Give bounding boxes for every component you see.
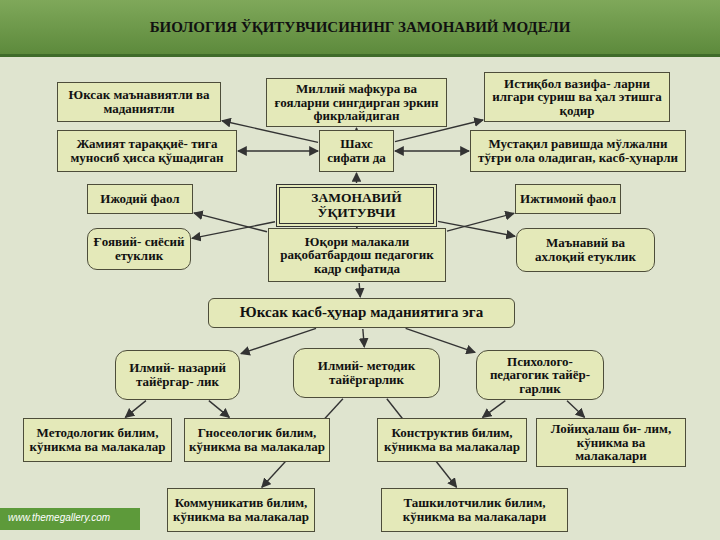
model-box: Методологик билим, кўникма ва малакалар (23, 418, 172, 462)
box-text: Мустақил равишда мўлжални тўғри ола олад… (474, 137, 682, 164)
model-box: Юксак касб-ҳунар маданиятига эга (208, 298, 515, 328)
box-text: Методологик билим, кўникма ва малакалар (27, 426, 168, 453)
model-box: Юқори малакали рақобатбардош педагогик к… (268, 228, 446, 282)
model-box: Коммуникатив билим, кўникма ва малакалар (167, 488, 315, 532)
title-bar: БИОЛОГИЯ ЎҚИТУВЧИСИНИНГ ЗАМОНАВИЙ МОДЕЛИ (0, 0, 720, 54)
connector-arrow (356, 128, 357, 129)
box-text: Коммуникатив билим, кўникма ва малакалар (171, 496, 311, 523)
box-text: ЗАМОНАВИЙ ЎҚИТУВЧИ (283, 191, 430, 219)
connector-arrow (395, 150, 469, 151)
box-text: Миллий мафкура ва ғояларни сингдирган эр… (270, 82, 443, 123)
footer-strip (0, 508, 140, 530)
connector-arrow (447, 213, 514, 231)
connector-arrow (356, 173, 357, 183)
connector-arrow (363, 329, 365, 347)
model-box: Ташкилотчилик билим, кўникма ва малакала… (381, 488, 568, 532)
box-text: Ташкилотчилик билим, кўникма ва малакала… (385, 496, 564, 523)
box-text: Ижтимоий фаол (520, 192, 616, 206)
model-box: Маънавий ва ахлоқий етуклик (516, 228, 655, 272)
model-box: Истиқбол вазифа- ларни илгари суриш ва ҳ… (484, 72, 670, 122)
website-label: www.themegallery.com (8, 512, 110, 523)
box-text: Илмий- методик тайёргарлик (297, 359, 436, 386)
title-text: БИОЛОГИЯ ЎҚИТУВЧИСИНИНГ ЗАМОНАВИЙ МОДЕЛИ (150, 19, 571, 36)
title-rule (0, 54, 720, 57)
model-box: Гносеологик билим, кўникма ва малакалар (184, 418, 330, 462)
model-box: Жамият тараққиё- тига муносиб ҳисса қўша… (57, 130, 237, 172)
model-box: Конструктив билим, кўникма ва малакалар (377, 418, 527, 462)
box-text: Конструктив билим, кўникма ва малакалар (381, 426, 523, 453)
connector-arrow (192, 222, 275, 239)
box-text: Истиқбол вазифа- ларни илгари суриш ва ҳ… (488, 77, 666, 118)
model-box: Миллий мафкура ва ғояларни сингдирган эр… (266, 78, 447, 127)
box-text: Юқори малакали рақобатбардош педагогик к… (272, 235, 442, 276)
model-box: Илмий- методик тайёргарлик (293, 348, 440, 398)
connector-arrow (194, 213, 267, 232)
box-text: Илмий- назарий тайёргар- лик (119, 361, 236, 388)
box-text: Гносеологик билим, кўникма ва малакалар (188, 426, 326, 453)
box-text: Лойиҳалаш би- лим, кўникма ва малакалари (540, 422, 682, 463)
model-box: Мустақил равишда мўлжални тўғри ола олад… (470, 130, 686, 172)
connector-arrow (438, 221, 515, 236)
model-box: Юксак маънавиятли ва маданиятли (57, 82, 221, 122)
title-band (0, 0, 720, 54)
box-text: Жамият тараққиё- тига муносиб ҳисса қўша… (61, 137, 233, 164)
model-box: Ғоявий- сиёсий етуклик (87, 228, 191, 270)
connector-arrow (238, 150, 318, 151)
model-box: Илмий- назарий тайёргар- лик (115, 350, 240, 400)
box-text: Ғоявий- сиёсий етуклик (91, 235, 187, 262)
model-box: Лойиҳалаш би- лим, кўникма ва малакалари (536, 418, 686, 467)
box-text: Психолого- педагогик тайёр- гарлик (480, 355, 600, 396)
connector-arrow (359, 283, 360, 297)
model-box: Шахс сифати да (319, 130, 394, 172)
model-box: Психолого- педагогик тайёр- гарлик (476, 350, 604, 400)
connector-arrow (125, 401, 146, 418)
model-box: ЗАМОНАВИЙ ЎҚИТУВЧИ (276, 184, 437, 227)
box-text: Юксак касб-ҳунар маданиятига эга (240, 305, 483, 321)
box-text: Ижодий фаол (100, 192, 179, 206)
connector-arrow (483, 401, 506, 418)
box-text: Шахс сифати да (323, 137, 390, 164)
connector-arrow (209, 401, 229, 418)
model-box: Ижтимоий фаол (515, 184, 621, 214)
box-text: Маънавий ва ахлоқий етуклик (520, 236, 651, 263)
connector-arrow (567, 401, 584, 418)
box-text: Юксак маънавиятли ва маданиятли (61, 88, 217, 115)
model-box: Ижодий фаол (87, 184, 193, 214)
